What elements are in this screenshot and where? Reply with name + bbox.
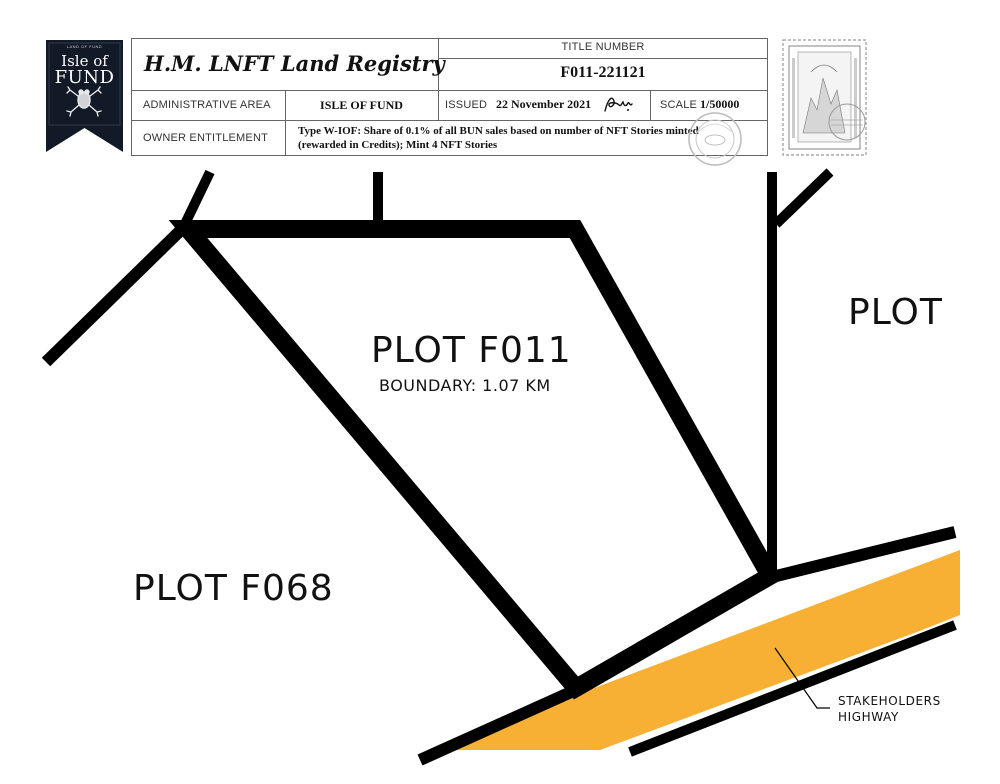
highway-label-line2: HIGHWAY (838, 710, 899, 724)
highway-label-leader (774, 647, 830, 709)
boundary-line (41, 223, 188, 367)
grid-line (132, 120, 768, 121)
owner-entitlement-line2: (rewarded in Credits); Mint 4 NFT Storie… (298, 139, 498, 151)
owner-entitlement-label: OWNER ENTITLEMENT (143, 132, 269, 144)
plot-f011-boundary (168, 220, 783, 700)
admin-area-label: ADMINISTRATIVE AREA (143, 99, 271, 111)
grid-line (438, 39, 439, 120)
highway-label-line1: STAKEHOLDERS (838, 694, 941, 708)
issued-label: ISSUED (445, 99, 488, 111)
highway-label: STAKEHOLDERS HIGHWAY (838, 693, 941, 725)
owner-entitlement-value: Type W-IOF: Share of 0.1% of all BUN sal… (298, 124, 699, 152)
issued-date: 22 November 2021 (496, 97, 592, 111)
grid-line (285, 120, 286, 156)
title-number-label: TITLE NUMBER (561, 41, 645, 53)
plot-f011-boundary-length: BOUNDARY: 1.07 KM (379, 376, 551, 395)
highway-edge-lane (600, 616, 960, 750)
boundary-line (772, 168, 834, 228)
postage-stamp-icon (782, 39, 867, 156)
scale-value: 1/50000 (700, 97, 740, 111)
badge-title-line1: Isle of (61, 52, 108, 70)
boundary-line (178, 169, 215, 231)
highway-lower-boundary (628, 620, 957, 757)
admin-area-value: ISLE OF FUND (320, 98, 403, 112)
grid-line (650, 90, 651, 120)
grid-line (285, 90, 286, 120)
frog-emblem-icon (66, 86, 102, 117)
badge-tiny-text: LAND OF FUND (66, 44, 103, 49)
title-header-table: H.M. LNFT Land Registry TITLE NUMBER F01… (131, 38, 768, 156)
registry-seal-icon (688, 112, 742, 166)
plot-east-label: PLOT (848, 292, 943, 333)
owner-entitlement-line1: Type W-IOF: Share of 0.1% of all BUN sal… (298, 125, 699, 137)
grid-line (438, 58, 768, 59)
signature-icon (604, 97, 633, 112)
title-number-value: F011-221121 (560, 64, 646, 81)
isle-of-fund-badge: LAND OF FUND Isle of FUND (46, 40, 123, 152)
plot-f011-label: PLOT F011 (371, 330, 572, 371)
scale-label: SCALE (660, 99, 698, 111)
badge-title: Isle of FUND (46, 54, 123, 87)
grid-line (132, 90, 768, 91)
registry-title: H.M. LNFT Land Registry (144, 51, 445, 76)
plot-f068-label: PLOT F068 (133, 568, 334, 609)
badge-title-line2: FUND (54, 67, 115, 88)
